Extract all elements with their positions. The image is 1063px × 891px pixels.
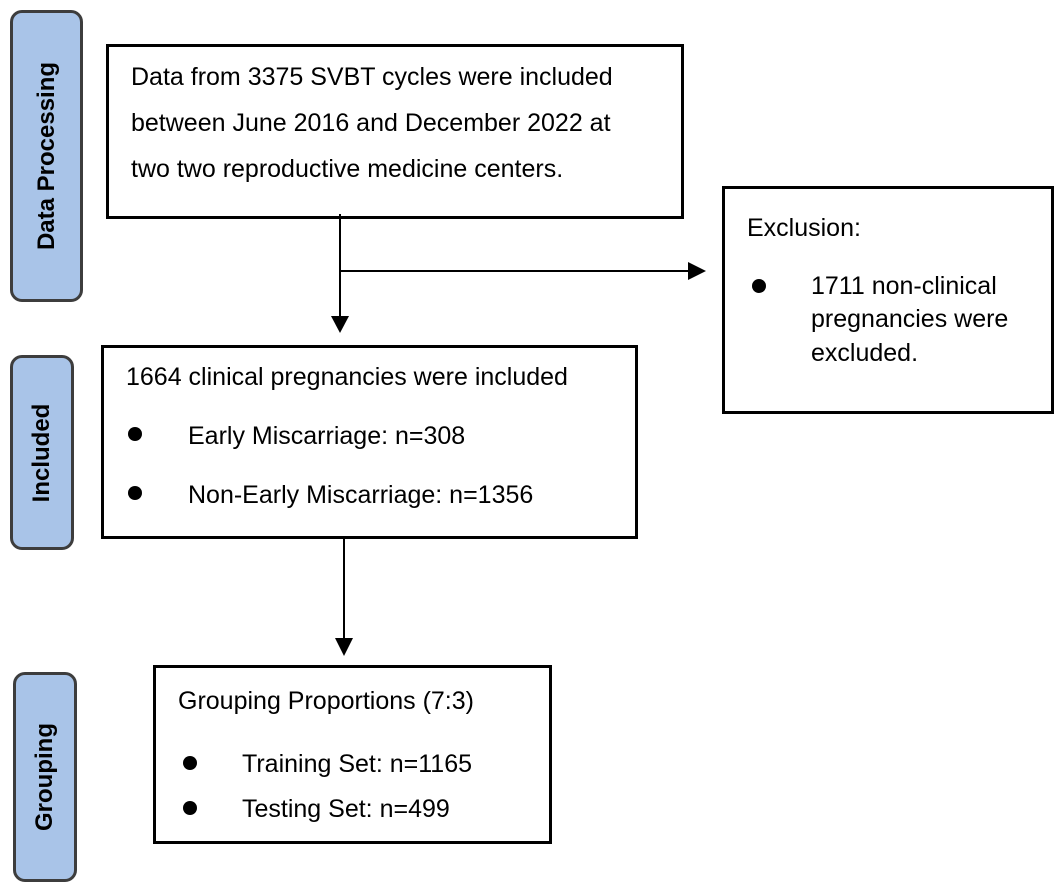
exclusion-bullet [752,279,766,293]
grouping-bullet-2 [183,801,197,815]
arrowhead-data-to-included [331,316,349,333]
included-box: 1664 clinical pregnancies were included … [101,345,638,539]
stage-label-included: Included [10,355,74,550]
exclusion-item-line-3: excluded. [811,339,919,367]
included-title: 1664 clinical pregnancies were included [126,363,568,391]
grouping-bullet-1 [183,756,197,770]
data-source-line-1: Data from 3375 SVBT cycles were included [131,63,613,91]
grouping-item-training: Training Set: n=1165 [242,750,473,778]
stage-label-data-processing: Data Processing [10,10,83,302]
included-bullet-1 [128,427,142,441]
grouping-title: Grouping Proportions (7:3) [178,687,474,715]
arrowhead-to-exclusion [688,262,706,280]
data-source-line-3: two two reproductive medicine centers. [131,155,564,183]
arrowhead-included-to-grouping [335,638,353,656]
exclusion-box: Exclusion: 1711 non-clinical pregnancies… [722,186,1054,414]
included-bullet-2 [128,486,142,500]
exclusion-item-line-1: 1711 non-clinical [811,272,997,300]
included-item-non-early-miscarriage: Non-Early Miscarriage: n=1356 [188,481,534,509]
data-source-line-2: between June 2016 and December 2022 at [131,109,611,137]
grouping-item-testing: Testing Set: n=499 [242,795,450,823]
grouping-box: Grouping Proportions (7:3) Training Set:… [153,665,552,844]
stage-label-grouping: Grouping [13,672,77,882]
exclusion-item-line-2: pregnancies were [811,305,1009,333]
exclusion-title: Exclusion: [747,214,861,242]
data-source-box: Data from 3375 SVBT cycles were included… [106,44,684,219]
included-item-early-miscarriage: Early Miscarriage: n=308 [188,422,466,450]
